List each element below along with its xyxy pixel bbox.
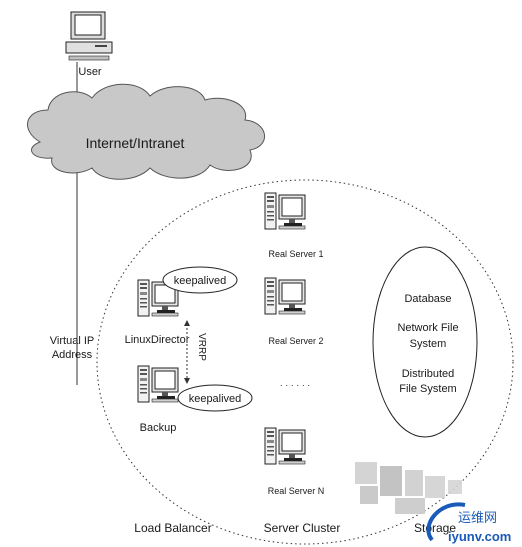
- watermark: 运维网 iyunv.com: [355, 462, 511, 544]
- storage-dfs-line2: File System: [399, 383, 456, 395]
- real-server-ellipsis: · · · · · ·: [280, 380, 311, 390]
- storage-nfs-line2: System: [410, 338, 447, 350]
- linux-director-label: LinuxDirector: [125, 334, 190, 346]
- keepalived-label-director: keepalived: [174, 275, 227, 287]
- vrrp-arrow-up: [184, 320, 190, 326]
- watermark-cn: 运维网: [458, 511, 497, 526]
- virtual-ip-line2: Address: [52, 349, 93, 361]
- watermark-url: iyunv.com: [448, 529, 511, 544]
- real-server-2-label: Real Server 2: [268, 336, 323, 346]
- real-server-1-label: Real Server 1: [268, 249, 323, 259]
- load-balancer-label: Load Balancer: [134, 521, 211, 535]
- server-cluster-label: Server Cluster: [264, 521, 341, 535]
- storage-nfs-line1: Network File: [397, 322, 458, 334]
- storage-database: Database: [404, 293, 451, 305]
- backup-director-icon: [137, 365, 179, 403]
- cloud-label: Internet/Intranet: [86, 135, 185, 151]
- real-server-2-icon: [264, 277, 306, 315]
- vrrp-label: VRRP: [196, 333, 207, 361]
- real-server-1-icon: [264, 192, 306, 230]
- virtual-ip-line1: Virtual IP: [50, 335, 94, 347]
- keepalived-bubble-backup: [177, 384, 253, 412]
- user-workstation-icon: [65, 11, 113, 61]
- backup-label: Backup: [140, 422, 177, 434]
- user-label: User: [78, 66, 102, 78]
- real-server-n-label: Real Server N: [268, 486, 325, 496]
- real-server-n-icon: [264, 427, 306, 465]
- keepalived-bubble-director: [162, 266, 238, 294]
- watermark-swoosh: [426, 502, 466, 542]
- internet-cloud: [27, 83, 266, 180]
- cluster-boundary: [96, 179, 514, 545]
- storage-label: Storage: [414, 521, 456, 535]
- vrrp-arrow-down: [184, 378, 190, 384]
- keepalived-label-backup: keepalived: [189, 393, 242, 405]
- storage-dfs-line1: Distributed: [402, 368, 455, 380]
- storage-ellipse: [372, 246, 478, 438]
